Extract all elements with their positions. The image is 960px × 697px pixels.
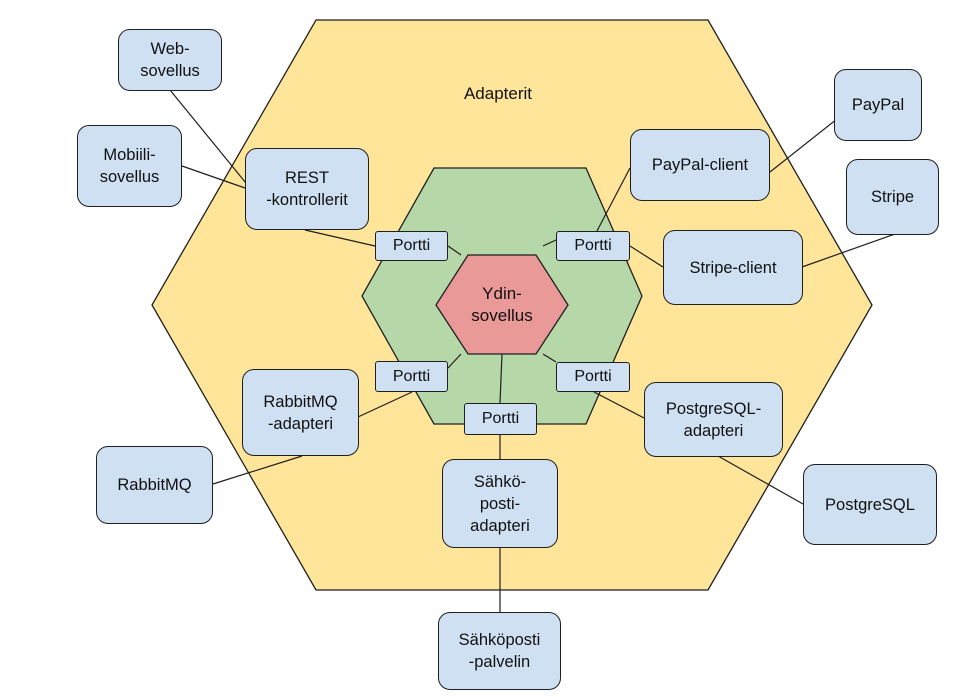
connector-port-core-bottomright	[542, 353, 557, 363]
connector-port-postgresadapter	[593, 391, 645, 419]
adapters-label: Adapterit	[463, 84, 533, 103]
node-rest-controllers: REST -kontrollerit	[245, 148, 369, 230]
node-mobile-app: Mobiili- sovellus	[77, 125, 182, 207]
port-bottom-left: Portti	[375, 361, 448, 392]
connector-port-rabbitmqadapter	[357, 391, 413, 418]
core-hexagon	[435, 254, 569, 355]
node-email-server: Sähköposti -palvelin	[438, 612, 561, 690]
connector-mobile-rest	[181, 165, 246, 189]
core-label: Ydin- sovellus	[471, 284, 533, 325]
node-paypal-client: PayPal-client	[630, 129, 770, 201]
connector-paypalclient-port	[596, 167, 631, 232]
connector-web-rest	[169, 89, 251, 189]
node-rabbitmq-adapter: RabbitMQ -adapteri	[242, 369, 359, 456]
port-bottom-right: Portti	[556, 362, 630, 392]
port-bottom: Portti	[464, 403, 537, 435]
connector-port-core-bottomleft	[447, 353, 462, 369]
node-email-adapter: Sähkö- posti- adapteri	[442, 459, 558, 548]
connector-stripeclient-stripe	[801, 233, 896, 268]
node-web-app: Web- sovellus	[118, 29, 222, 91]
port-top-left: Portti	[375, 231, 448, 261]
connector-port-core-topright	[542, 239, 557, 247]
port-top-right: Portti	[556, 231, 630, 261]
node-stripe: Stripe	[846, 159, 939, 235]
connector-port-stripeclient	[629, 245, 664, 268]
connector-postgresadapter-postgres	[717, 455, 804, 505]
node-postgresql: PostgreSQL	[803, 464, 937, 545]
connector-core-port-bottom	[499, 353, 503, 404]
connector-paypal-paypalclient	[769, 114, 843, 173]
node-rabbitmq: RabbitMQ	[96, 446, 213, 524]
connector-rest-port	[304, 229, 376, 247]
connector-rabbitmqadapter-rabbitmq	[212, 455, 303, 485]
connector-port-core-topleft	[447, 245, 462, 256]
node-postgresql-adapter: PostgreSQL- adapteri	[644, 382, 783, 457]
node-paypal: PayPal	[834, 69, 922, 141]
node-stripe-client: Stripe-client	[663, 230, 803, 305]
